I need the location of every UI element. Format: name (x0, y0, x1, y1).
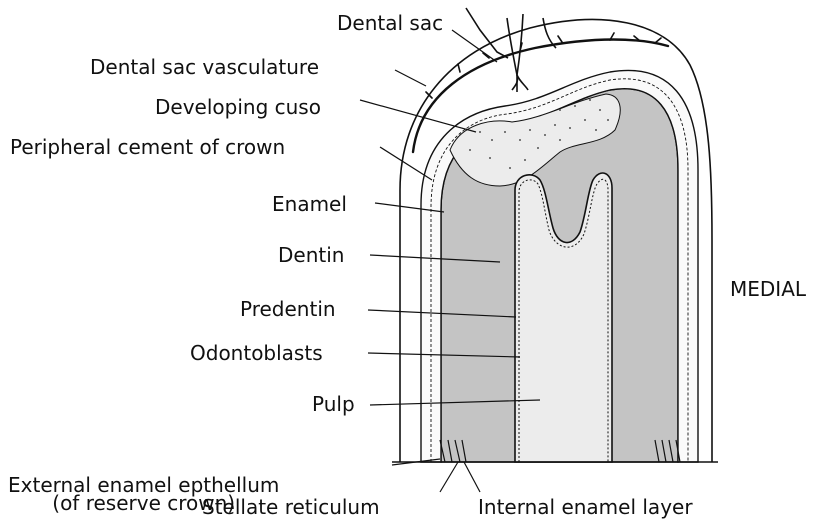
label-predentin: Predentin (240, 298, 336, 320)
leader-stellate-reticulum (440, 462, 458, 492)
leader-internal-enamel (464, 462, 480, 492)
label-internal-enamel-layer: Internal enamel layer (478, 496, 693, 518)
leader-dental-sac-vasculature (395, 70, 426, 86)
leader-peripheral-cement (380, 147, 432, 180)
label-developing-cusp: Developing cuso (155, 96, 321, 118)
label-medial: MEDIAL (730, 278, 806, 300)
label-dentin: Dentin (278, 244, 344, 266)
label-peripheral-cement: Peripheral cement of crown (10, 136, 285, 158)
label-dental-sac-vasculature: Dental sac vasculature (90, 56, 319, 78)
label-dental-sac: Dental sac (337, 12, 443, 34)
label-enamel: Enamel (272, 193, 347, 215)
label-odontoblasts: Odontoblasts (190, 342, 323, 364)
label-stellate-reticulum: Stellate reticulum (202, 496, 380, 518)
leader-dental-sac (452, 30, 497, 62)
label-pulp: Pulp (312, 393, 355, 415)
